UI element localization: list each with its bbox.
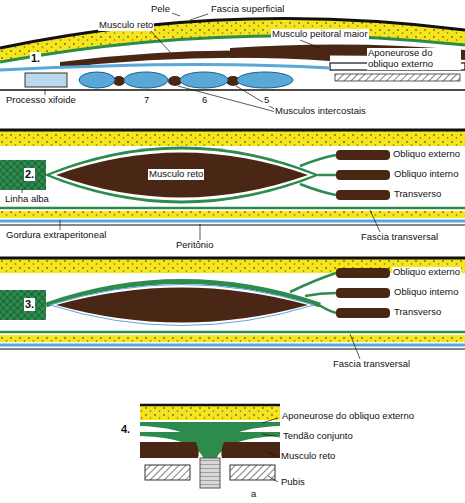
part-label: Gordura extraperitoneal [5, 230, 107, 241]
part-label: 6 [201, 95, 208, 106]
section-3 [0, 258, 465, 349]
part-label: Pele [150, 4, 171, 15]
part-label: Fascia transversal [332, 359, 411, 370]
part-label: Linha alba [4, 194, 50, 205]
section-1-leaders [45, 13, 320, 112]
part-label: Musculo reto [98, 20, 154, 31]
part-label: Transverso [393, 189, 442, 200]
part-label: Obliquo interno [393, 169, 459, 180]
section-2 [0, 130, 465, 225]
part-label: 5 [263, 95, 270, 106]
section-4-leaders [262, 418, 280, 482]
part-label: Tendão conjunto [282, 431, 354, 442]
part-label: a [250, 489, 257, 500]
part-label: Aponeurose do obliquo externo [281, 411, 415, 422]
part-label: 7 [143, 95, 150, 106]
section-3-leaders [350, 334, 360, 359]
section-4 [140, 405, 280, 488]
section-number: 1. [30, 52, 41, 65]
part-label: Fascia transversal [360, 232, 439, 243]
section-1 [0, 18, 465, 90]
part-label: Musculo peitoral maior [271, 29, 369, 40]
part-label: Transverso [393, 307, 442, 318]
part-label: Peritônio [175, 240, 215, 251]
section-number: 3. [24, 298, 35, 311]
part-label: Musculos intercostais [274, 106, 367, 117]
part-label: Obliquo externo [392, 149, 461, 160]
part-label: Fascia superficial [210, 4, 285, 15]
part-label: Processo xifoide [5, 95, 77, 106]
part-label: Musculo reto [280, 451, 336, 462]
section-number: 4. [120, 423, 131, 436]
part-label: Aponeurose do obliquo externo [367, 48, 461, 70]
part-label: Obliquo interno [393, 287, 459, 298]
part-label: Obliquo externo [392, 267, 461, 278]
part-label: Musculo reto [148, 169, 204, 180]
section-number: 2. [24, 168, 35, 181]
part-label: Pubis [280, 477, 306, 488]
